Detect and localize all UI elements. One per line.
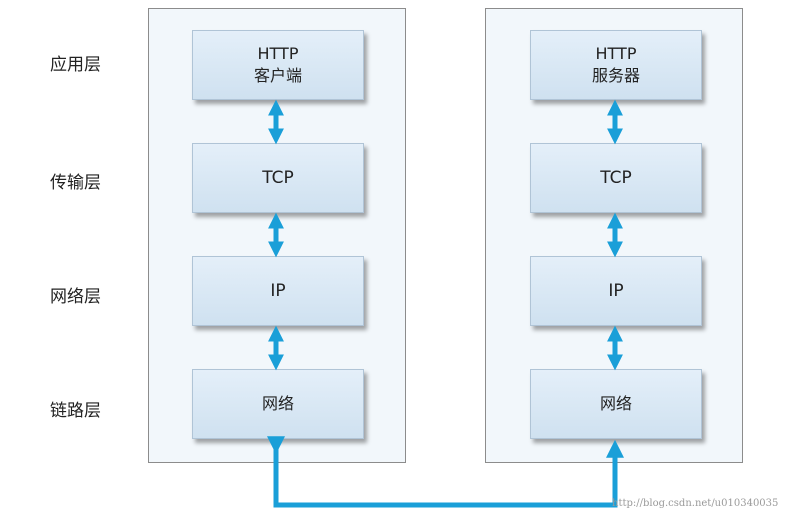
server-http-label: HTTP: [595, 44, 637, 63]
server-http-sublabel: 服务器: [591, 66, 640, 85]
client-ip-label: IP: [270, 281, 286, 301]
client-http-box: HTTP 客户端: [192, 30, 364, 100]
client-tcp-label: TCP: [262, 168, 294, 188]
server-ip-label: IP: [608, 281, 624, 301]
server-link-label: 网络: [599, 394, 632, 413]
client-http-sublabel: 客户端: [253, 66, 302, 85]
layer-label-network: 网络层: [50, 287, 101, 307]
server-http-box: HTTP 服务器: [530, 30, 702, 100]
server-tcp-box: TCP: [530, 143, 702, 213]
server-tcp-label: TCP: [600, 168, 632, 188]
layer-label-application: 应用层: [50, 55, 101, 75]
client-link-label: 网络: [261, 394, 294, 413]
network-connection-path: [267, 436, 624, 508]
layer-label-link: 链路层: [50, 401, 101, 421]
watermark: http://blog.csdn.net/u010340035: [612, 498, 779, 509]
client-link-box: 网络: [192, 369, 364, 439]
client-ip-box: IP: [192, 256, 364, 326]
server-ip-box: IP: [530, 256, 702, 326]
client-http-label: HTTP: [257, 44, 299, 63]
layer-label-transport: 传输层: [50, 173, 101, 193]
